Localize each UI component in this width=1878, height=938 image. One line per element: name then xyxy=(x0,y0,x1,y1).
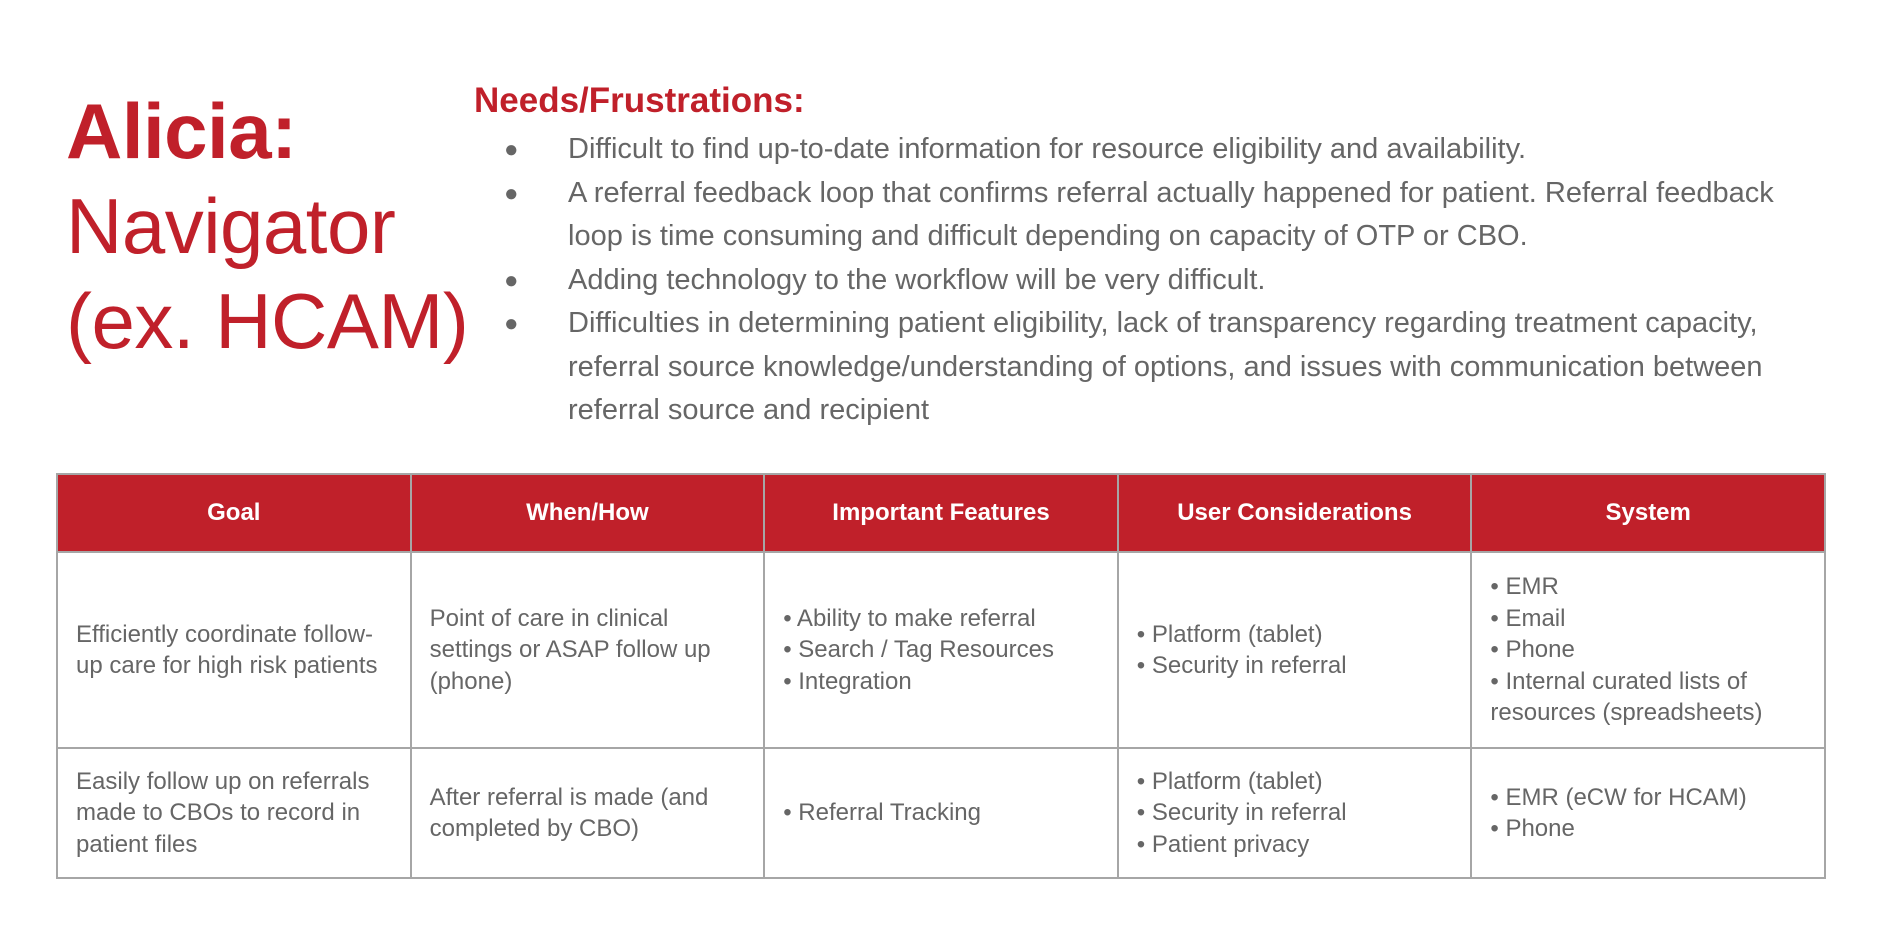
cell-goal: Easily follow up on referrals made to CB… xyxy=(56,747,412,879)
cell-when-how: Point of care in clinical settings or AS… xyxy=(409,551,766,749)
list-item: • Internal curated lists of resources (s… xyxy=(1490,667,1763,727)
bullet-icon: ● xyxy=(504,136,519,163)
list-item: • EMR (eCW for HCAM) xyxy=(1490,783,1747,811)
needs-list-item: ● Difficult to find up-to-date informati… xyxy=(474,128,1774,172)
table-row: Efficiently coordinate follow-up care fo… xyxy=(56,551,1826,749)
cell-goal: Efficiently coordinate follow-up care fo… xyxy=(56,551,412,749)
list-item: • EMR xyxy=(1490,573,1559,601)
header-user-considerations: User Considerations xyxy=(1116,473,1473,553)
needs-list: ● Difficult to find up-to-date informati… xyxy=(474,128,1774,433)
considerations-list: • Platform (tablet) • Security in referr… xyxy=(1137,619,1453,682)
list-item: • Integration xyxy=(783,667,912,695)
features-list: • Ability to make referral • Search / Ta… xyxy=(783,603,1099,698)
needs-item-text: Adding technology to the workflow will b… xyxy=(568,263,1266,296)
list-item: • Security in referral xyxy=(1136,799,1347,827)
persona-title: Alicia: Navigator (ex. HCAM) xyxy=(66,84,476,369)
needs-heading: Needs/Frustrations: xyxy=(474,81,805,120)
header-important-features: Important Features xyxy=(763,473,1119,553)
bullet-icon: ● xyxy=(504,310,519,337)
system-list: • EMR (eCW for HCAM) • Phone xyxy=(1490,782,1806,845)
persona-organization: (ex. HCAM) xyxy=(66,277,469,365)
list-item: • Referral Tracking xyxy=(783,799,981,827)
cell-considerations: • Platform (tablet) • Security in referr… xyxy=(1116,747,1473,879)
bullet-icon: ● xyxy=(504,266,519,294)
cell-system: • EMR (eCW for HCAM) • Phone xyxy=(1470,747,1826,879)
list-item: • Security in referral xyxy=(1136,652,1347,679)
persona-table: Goal When/How Important Features User Co… xyxy=(56,473,1826,879)
needs-list-item: ● A referral feedback loop that confirms… xyxy=(474,172,1774,259)
list-item: • Phone xyxy=(1490,636,1575,664)
persona-name: Alicia: xyxy=(66,87,297,175)
header-goal: Goal xyxy=(56,473,412,553)
needs-item-text: Difficult to find up-to-date information… xyxy=(568,133,1527,165)
list-item: • Platform (tablet) xyxy=(1136,620,1323,648)
cell-system: • EMR • Email • Phone • Internal curated… xyxy=(1470,551,1826,749)
list-item: • Patient privacy xyxy=(1136,830,1310,858)
bullet-icon: ● xyxy=(504,179,519,207)
needs-list-item: ● Difficulties in determining patient el… xyxy=(474,302,1774,433)
header-system: System xyxy=(1470,473,1826,553)
cell-features: • Referral Tracking xyxy=(763,747,1119,879)
list-item: • Ability to make referral xyxy=(783,604,1036,632)
cell-features: • Ability to make referral • Search / Ta… xyxy=(763,551,1119,749)
table-header-row: Goal When/How Important Features User Co… xyxy=(56,473,1826,553)
persona-role: Navigator xyxy=(66,182,396,270)
cell-considerations: • Platform (tablet) • Security in referr… xyxy=(1116,551,1473,749)
list-item: • Email xyxy=(1490,604,1566,632)
needs-item-text: Difficulties in determining patient elig… xyxy=(568,307,1763,426)
needs-list-item: ● Adding technology to the workflow will… xyxy=(474,259,1774,303)
table-row: Easily follow up on referrals made to CB… xyxy=(56,747,1826,879)
list-item: • Platform (tablet) xyxy=(1136,767,1323,795)
list-item: • Search / Tag Resources xyxy=(783,636,1054,664)
list-item: • Phone xyxy=(1490,815,1575,842)
cell-when-how: After referral is made (and completed by… xyxy=(409,747,766,879)
needs-item-text: A referral feedback loop that confirms r… xyxy=(568,176,1774,253)
header-when-how: When/How xyxy=(409,473,766,553)
features-list: • Referral Tracking xyxy=(783,797,1099,829)
considerations-list: • Platform (tablet) • Security in referr… xyxy=(1137,766,1453,861)
needs-section: Needs/Frustrations: ● Difficult to find … xyxy=(474,78,1774,433)
system-list: • EMR • Email • Phone • Internal curated… xyxy=(1490,571,1806,729)
